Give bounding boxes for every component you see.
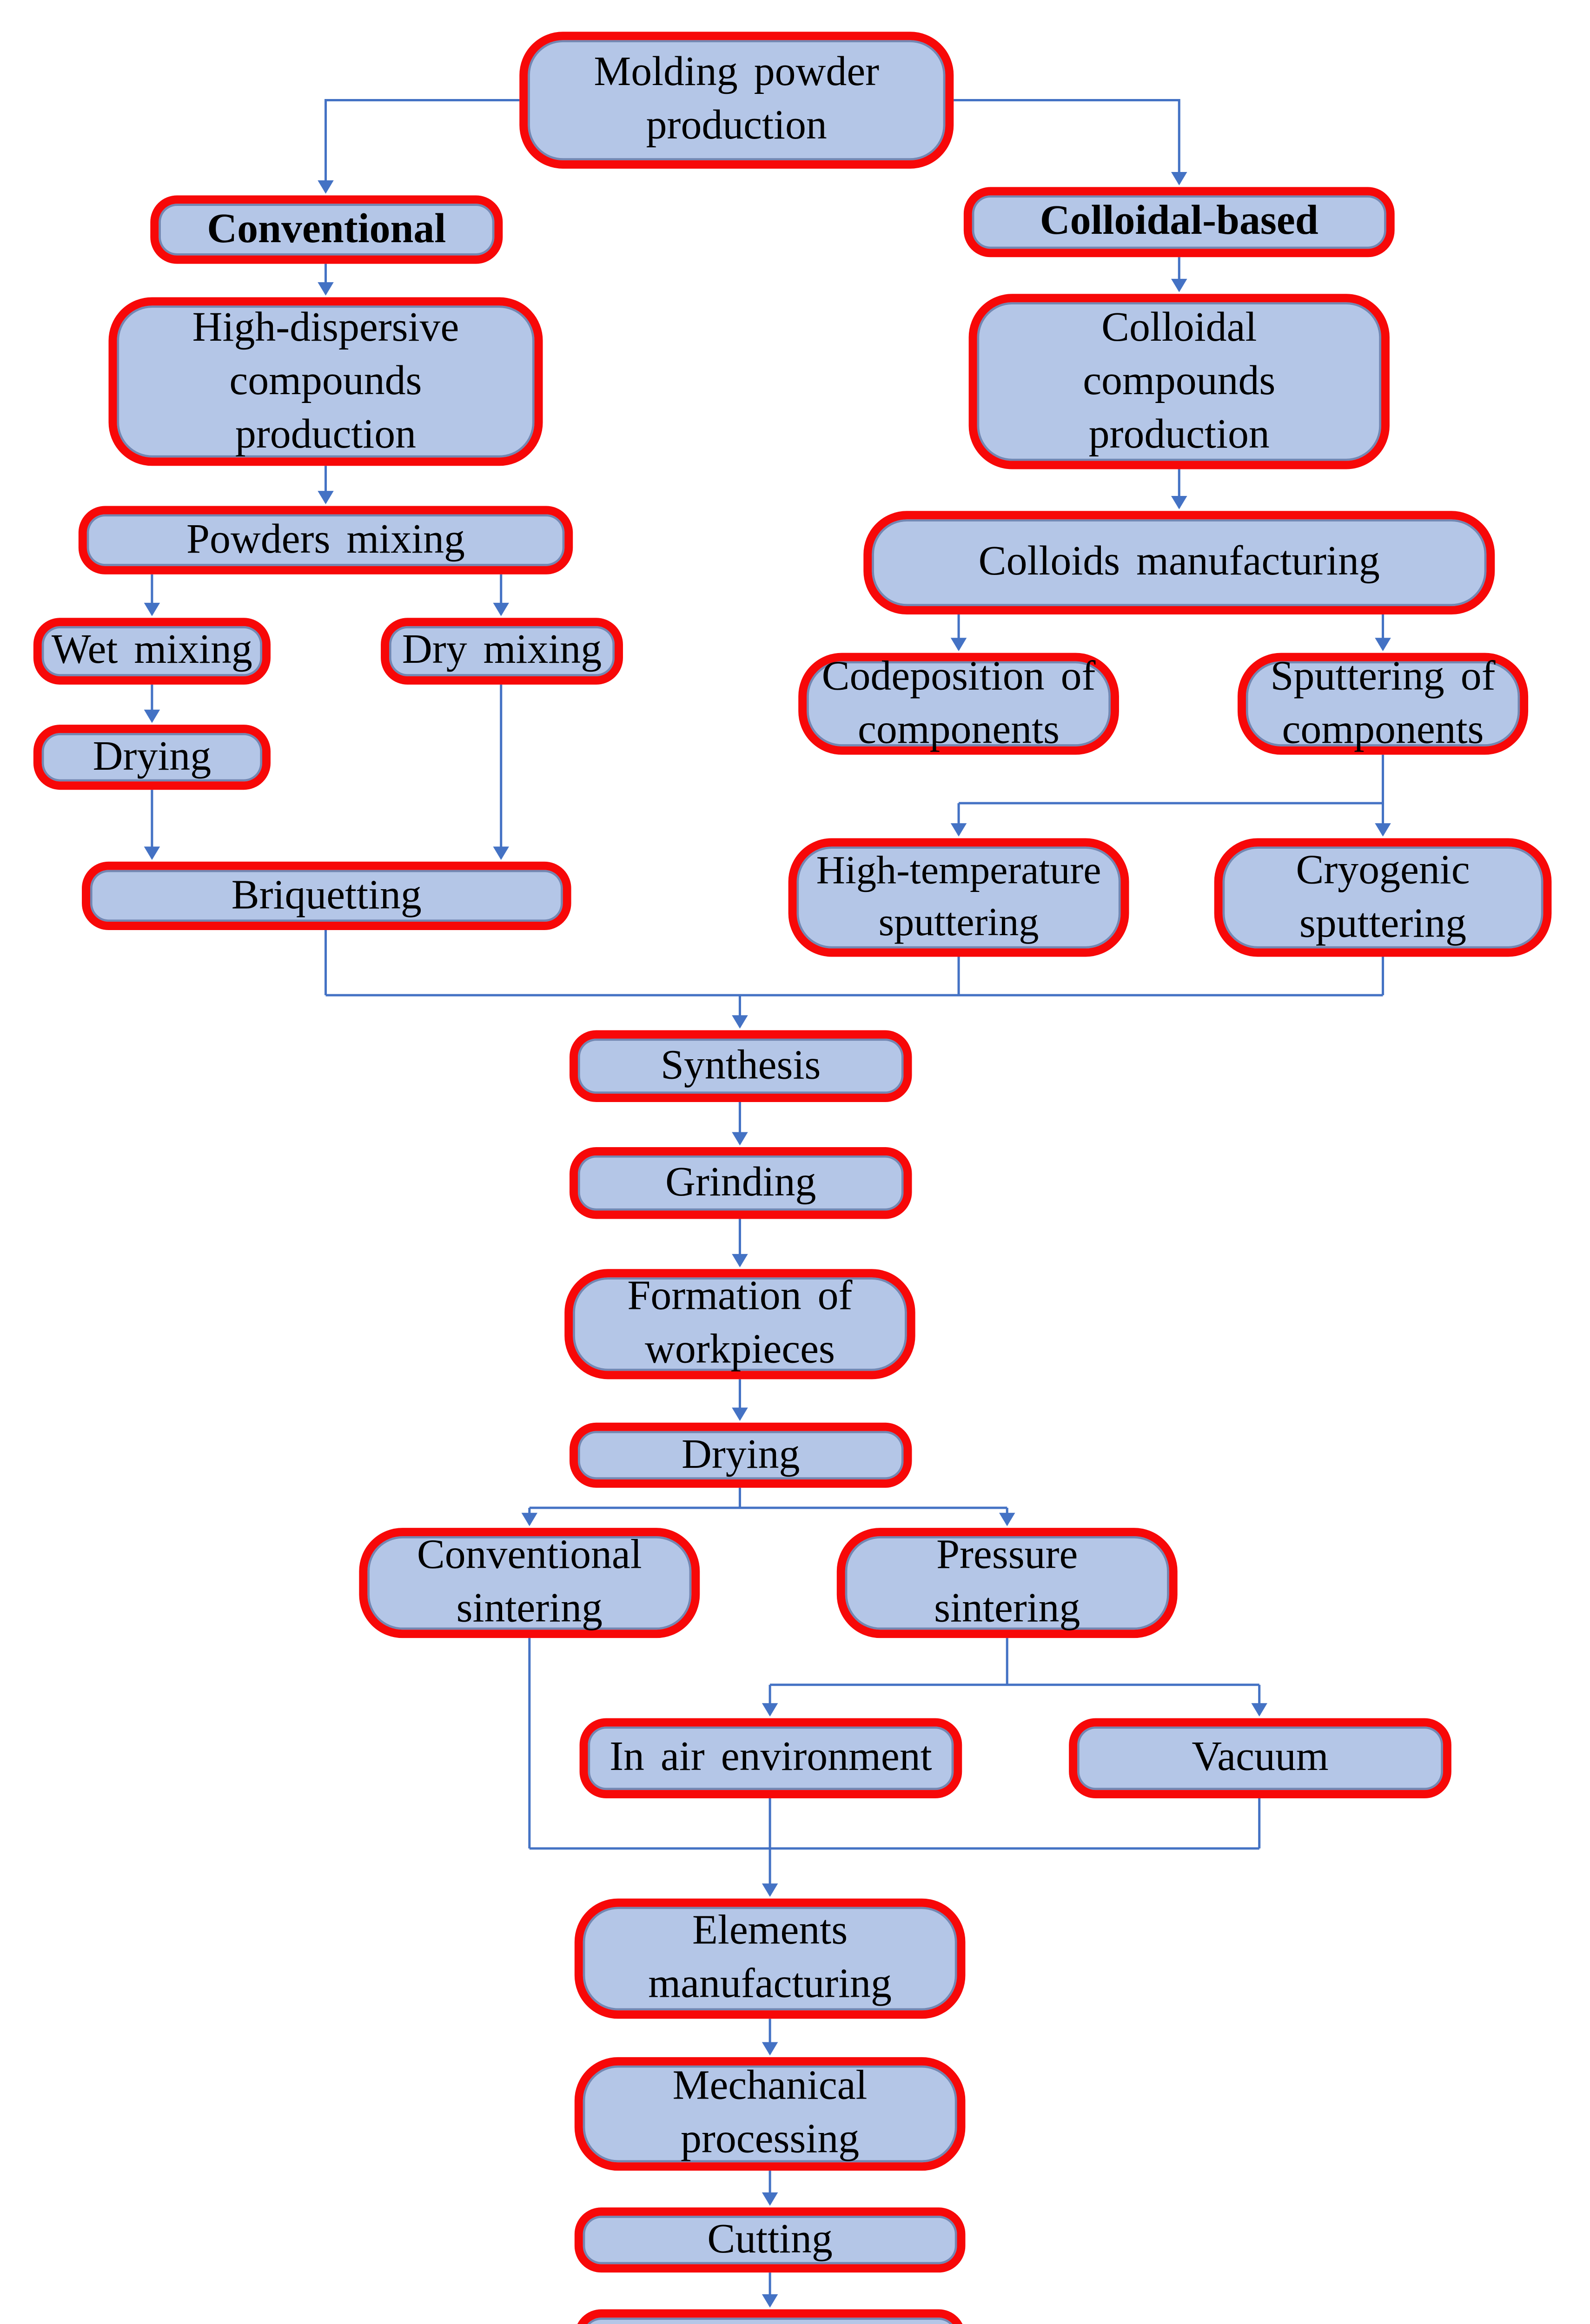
node-wet-mixing: Wet mixing xyxy=(33,618,271,685)
node-sputtering-of-components: Sputtering of components xyxy=(1237,653,1529,755)
node-conventional-sintering: Conventional sintering xyxy=(359,1528,700,1638)
node-powders-mixing: Powders mixing xyxy=(78,506,573,574)
node-colloidal-compounds-production: Colloidal compounds production xyxy=(968,294,1390,469)
node-high-temperature-sputtering: High-temperature sputtering xyxy=(788,838,1129,957)
node-briquetting: Briquetting xyxy=(82,861,571,930)
node-grinding: Grinding xyxy=(570,1147,912,1219)
node-molding-powder-production: Molding powder production xyxy=(519,32,954,169)
node-synthesis: Synthesis xyxy=(570,1030,912,1103)
node-dry-mixing: Dry mixing xyxy=(381,618,623,685)
node-in-air-environment: In air environment xyxy=(579,1718,962,1799)
node-cryogenic-sputtering: Cryogenic sputtering xyxy=(1214,838,1552,957)
node-formation-of-workpieces: Formation of workpieces xyxy=(564,1269,915,1380)
node-high-dispersive-compounds-production: High-dispersive compounds production xyxy=(108,297,543,466)
node-lapping: Lapping xyxy=(574,2309,966,2324)
node-colloids-manufacturing: Colloids manufacturing xyxy=(863,511,1495,615)
node-vacuum: Vacuum xyxy=(1069,1718,1451,1799)
node-drying-after-wet-mixing: Drying xyxy=(33,725,271,790)
node-elements-manufacturing: Elements manufacturing xyxy=(574,1898,966,2019)
node-drying-after-formation: Drying xyxy=(570,1422,912,1488)
edge-molding-to-conventional xyxy=(318,99,520,194)
edge-molding-to-colloidal-based xyxy=(954,99,1187,185)
node-mechanical-processing: Mechanical processing xyxy=(574,2057,966,2171)
node-colloidal-based: Colloidal-based xyxy=(963,187,1395,257)
node-codeposition-of-components: Codeposition of components xyxy=(798,653,1119,755)
node-conventional: Conventional xyxy=(150,195,503,264)
node-pressure-sintering: Pressure sintering xyxy=(836,1528,1178,1638)
node-cutting: Cutting xyxy=(574,2207,966,2273)
edge-sputtering-split-elbow xyxy=(959,754,1385,805)
